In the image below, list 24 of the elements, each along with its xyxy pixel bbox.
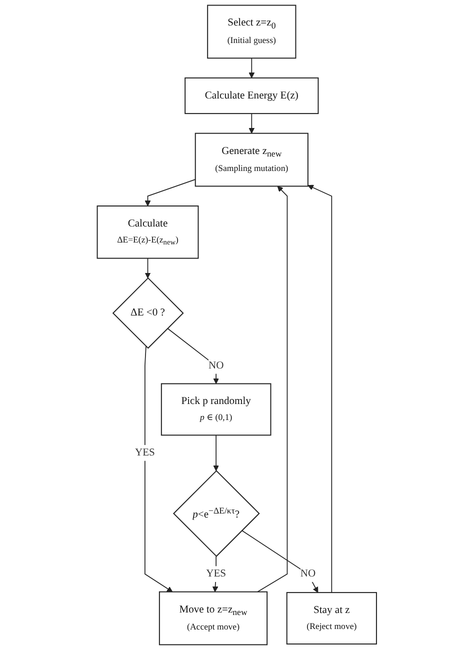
arrow <box>257 186 288 592</box>
node-diamond: p<e$^{−ΔE/κτ}$? <box>173 470 260 557</box>
arrow <box>242 530 318 593</box>
node-diamond: ΔE <0 ? <box>112 277 184 349</box>
node-box: Select z=z$_{0}$ (Initial guess) <box>207 4 296 59</box>
arrow <box>144 258 151 278</box>
arrow <box>144 346 173 592</box>
arrow <box>167 328 220 384</box>
node-box: Move to z=z$_{new}$ (Accept move) <box>159 591 268 646</box>
edge-label: YES <box>206 568 226 580</box>
node-box: Calculate ΔE=E(z)-E(z$_{new}$) <box>96 206 199 259</box>
arrow <box>213 434 220 472</box>
node-box: Stay at z (Reject move) <box>286 592 378 644</box>
node-box: Pick p randomly p ∈ (0,1) <box>161 383 272 436</box>
node-box: Generate z$_{new}$ (Sampling mutation) <box>195 132 309 187</box>
edge-label: YES <box>135 447 156 458</box>
node-box: Calculate Energy E(z) <box>184 77 319 114</box>
arrow <box>248 58 255 78</box>
arrow <box>248 113 255 134</box>
arrow <box>308 184 332 593</box>
arrow <box>144 179 196 206</box>
edge-label: NO <box>300 568 316 580</box>
edge-label: NO <box>208 360 224 372</box>
arrow <box>212 556 218 592</box>
